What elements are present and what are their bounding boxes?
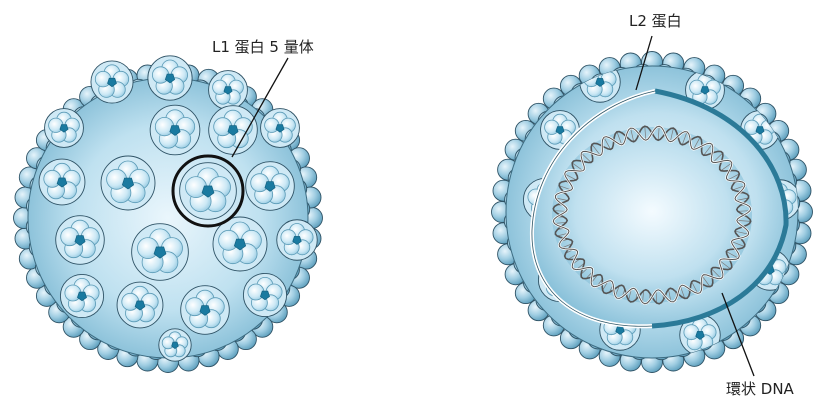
circular-dna-label: 環状 DNA (726, 380, 795, 398)
l2-protein-label: L2 蛋白 (629, 12, 682, 30)
l1-pentamer (132, 224, 189, 281)
pentamer-subunit (219, 230, 239, 250)
pentamer-subunit (214, 118, 232, 136)
l1-pentamer (60, 274, 103, 317)
pentamer-subunit (138, 238, 159, 259)
pentamer-subunit (186, 298, 204, 316)
pentamer-subunit (107, 169, 127, 189)
l1-pentamer-label: L1 蛋白 5 量体 (212, 38, 314, 56)
l1-pentamer (150, 105, 200, 155)
l1-pentamer (246, 162, 295, 211)
l1-pentamer (39, 159, 85, 205)
l1-pentamer (56, 216, 105, 265)
l1-pentamer (209, 106, 258, 155)
l1-pentamer (159, 329, 191, 361)
right-virion-cutaway (492, 52, 813, 373)
pentamer-subunit (95, 71, 111, 87)
l1-pentamer (101, 156, 155, 210)
pentamer-subunit (155, 117, 173, 135)
l1-pentamer (181, 286, 230, 335)
l1-pentamer (209, 71, 248, 110)
left-virion (14, 56, 323, 373)
pentamer-subunit (61, 228, 79, 246)
l1-pentamer (180, 163, 237, 220)
l1-pentamer (45, 109, 84, 148)
l1-pentamer (243, 273, 286, 316)
l1-pentamer (277, 220, 318, 261)
pentamer-subunit (152, 67, 168, 83)
l1-pentamer (213, 217, 267, 271)
l1-pentamer (117, 282, 163, 328)
l1-pentamer (261, 109, 300, 148)
l1-pentamer (91, 61, 133, 103)
l1-pentamer (148, 56, 192, 100)
pentamer-subunit (251, 174, 269, 192)
pentamer-subunit (186, 177, 207, 198)
